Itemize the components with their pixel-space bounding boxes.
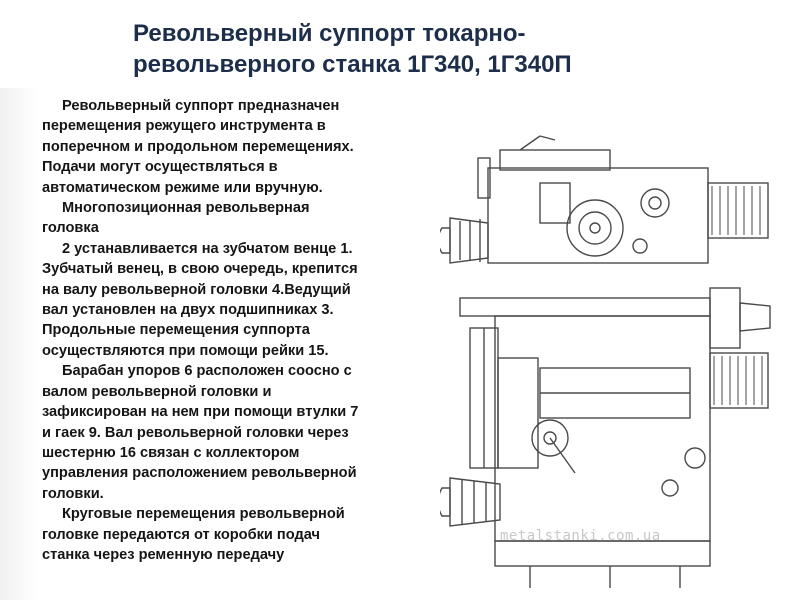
cross-slide <box>459 297 711 317</box>
turret-head-circle <box>566 199 624 257</box>
lower-body-outline <box>494 315 711 542</box>
body-line: зафиксирован на нем при помощи втулки 7 <box>42 404 359 421</box>
lever-arm <box>549 437 576 474</box>
turret-support-drawing <box>440 135 771 588</box>
body-line: Продольные перемещения суппорта <box>42 322 310 339</box>
body-line: головке передаются от коробки подач <box>42 526 320 543</box>
body-line: перемещения режущего инструмента в <box>42 118 326 135</box>
upper-coil-ribs <box>711 186 761 235</box>
slide-title: Револьверный суппорт токарно- револьверн… <box>133 18 773 80</box>
stop-drum-circle <box>640 188 670 218</box>
body-line: Круговые перемещения револьверной <box>62 506 345 523</box>
body-text: Револьверный суппорт предназначен переме… <box>42 96 442 565</box>
upper-cover <box>499 149 611 171</box>
watermark: metalstanki.com.ua <box>500 528 661 544</box>
body-line: Револьверный суппорт предназначен <box>62 98 340 114</box>
knob <box>661 479 679 497</box>
knob <box>684 447 706 469</box>
body-line: на валу револьверной головки 4.Ведущий <box>42 281 351 298</box>
body-line: управления расположением револьверной <box>42 465 357 482</box>
handle-lever <box>539 135 556 141</box>
inner-column <box>497 357 539 469</box>
body-line: вал установлен на двух подшипниках 3. <box>42 302 334 319</box>
gear-circle <box>531 419 569 457</box>
handle-lever <box>519 135 541 151</box>
body-line: автоматическом режиме или вручную. <box>42 179 323 196</box>
right-screw <box>739 302 771 332</box>
body-line: головка <box>42 220 99 237</box>
turret-head-inner <box>578 211 612 245</box>
body-line: валом револьверной головки и <box>42 383 272 400</box>
stop-drum-hub <box>648 196 662 210</box>
body-line: поперечном и продольном перемещениях. <box>42 138 354 155</box>
slide-title-line-2: револьверного станка 1Г340, 1Г340П <box>133 51 572 78</box>
upper-tool-spindle <box>449 217 489 264</box>
slide-title-line-1: Револьверный суппорт токарно- <box>133 20 526 47</box>
body-line: осуществляются при помощи рейки 15. <box>42 342 329 359</box>
body-line: шестерню 16 связан с коллектором <box>42 444 300 461</box>
body-line: Подачи могут осуществляться в <box>42 159 278 176</box>
turret-head-hub <box>589 222 601 234</box>
side-lug <box>477 157 491 199</box>
lower-coil-block <box>709 352 769 409</box>
spindle-cap <box>440 227 451 254</box>
body-line: станка через ременную передачу <box>42 546 285 563</box>
upper-coil-block <box>707 182 769 239</box>
body-line: Многопозиционная револьверная <box>62 200 310 217</box>
body-line: 2 устанавливается на зубчатом венце 1. <box>62 240 353 257</box>
body-line: Зубчатый венец, в свою очередь, крепится <box>42 261 358 278</box>
base-plate <box>494 540 711 567</box>
upper-housing-outline <box>487 167 709 264</box>
body-line: головки. <box>42 485 104 502</box>
spindle-cap <box>440 487 451 517</box>
right-bracket <box>709 287 741 349</box>
gear-box <box>539 182 571 224</box>
page-edge-decoration <box>0 88 38 600</box>
body-line: и гаек 9. Вал револьверной головки через <box>42 424 349 441</box>
lower-coil-ribs <box>713 356 763 405</box>
body-line: Барабан упоров 6 расположен соосно с <box>62 363 352 380</box>
gear-hub <box>543 431 557 445</box>
small-bore <box>632 238 648 254</box>
lower-tool-spindle <box>449 477 501 527</box>
